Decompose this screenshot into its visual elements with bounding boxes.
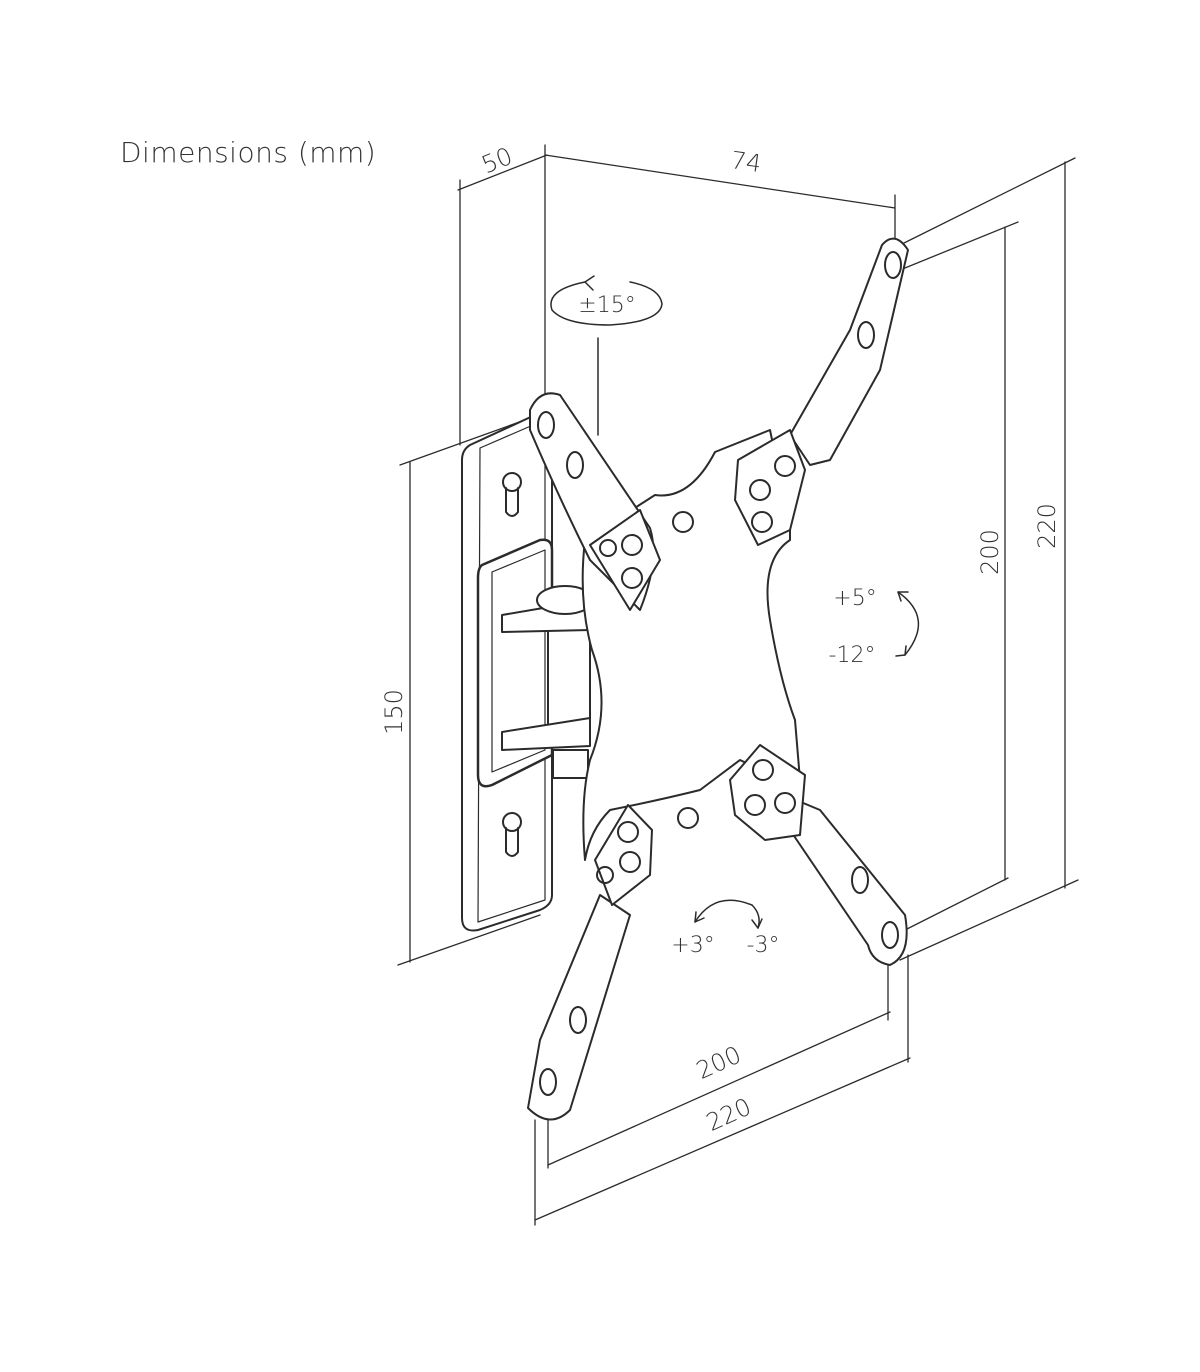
hinge-arm bbox=[501, 337, 599, 779]
rotate-arrow-head-right bbox=[751, 918, 763, 929]
angle-label-rotate-right: -3° bbox=[747, 933, 780, 958]
arm-bottom-left-slot-2 bbox=[539, 1068, 557, 1096]
wall-plate bbox=[461, 413, 554, 932]
tilt-arrow-head-bottom bbox=[895, 645, 907, 657]
arm-top-left-clamp bbox=[589, 509, 661, 611]
tilt-arrow bbox=[897, 591, 920, 656]
angle-label-swivel: ±15° bbox=[578, 293, 635, 318]
dim-label-220-vertical: 220 bbox=[1033, 503, 1061, 549]
dim-line-50 bbox=[457, 154, 548, 191]
dim-line-200h bbox=[547, 1011, 891, 1166]
angle-label-tilt-up: +5° bbox=[833, 586, 876, 611]
vesa-arms bbox=[527, 237, 909, 1121]
ext-line-150-top bbox=[399, 419, 526, 466]
swivel-arrow-head bbox=[584, 275, 595, 291]
diagram-title: Dimensions (mm) bbox=[120, 136, 377, 169]
hinge-bracket-bottom bbox=[501, 717, 591, 751]
screw-tc-1 bbox=[672, 511, 694, 533]
rotate-arrow bbox=[694, 899, 760, 929]
keyhole-top bbox=[502, 472, 522, 517]
arm-bottom-right-slot-1 bbox=[851, 866, 869, 894]
dim-label-220-horizontal: 220 bbox=[702, 1093, 755, 1137]
arm-top-right bbox=[789, 237, 909, 466]
dim-line-74 bbox=[544, 154, 896, 209]
screw-tr-1 bbox=[749, 479, 771, 501]
arm-top-left-slot-2 bbox=[566, 451, 584, 479]
wall-plate-recess-inner bbox=[491, 549, 546, 773]
ext-line-200v-bottom bbox=[904, 877, 1009, 931]
screw-bc-1 bbox=[677, 807, 699, 829]
keyhole-bottom bbox=[502, 812, 522, 857]
screw-br-3 bbox=[774, 792, 796, 814]
arm-bottom-right-clamp bbox=[729, 744, 806, 841]
ext-line-200v-top bbox=[899, 221, 1019, 271]
dim-label-50: 50 bbox=[478, 142, 517, 179]
arm-top-left-slot-1 bbox=[537, 411, 555, 439]
screw-tl-1 bbox=[621, 534, 643, 556]
hinge-barrel bbox=[547, 627, 591, 729]
angle-indicators bbox=[550, 275, 920, 929]
screw-tr-2 bbox=[751, 511, 773, 533]
dim-label-150: 150 bbox=[380, 689, 408, 735]
wall-plate-recess bbox=[476, 538, 554, 788]
screw-br-1 bbox=[752, 759, 774, 781]
screw-bl-2 bbox=[619, 851, 641, 873]
angle-label-tilt-down: -12° bbox=[829, 643, 876, 668]
arm-top-right-slot-1 bbox=[884, 251, 902, 279]
dim-label-200-vertical: 200 bbox=[976, 529, 1004, 575]
ext-line-220v-top bbox=[899, 157, 1076, 246]
rotate-arrow-head-left bbox=[694, 911, 705, 923]
dimension-labels: 50 74 150 200 220 200 220 ±15° +5° -12° … bbox=[380, 142, 1061, 1137]
dimension-lines bbox=[397, 144, 1079, 1226]
dim-label-200-horizontal: 200 bbox=[692, 1041, 745, 1085]
dim-line-220h bbox=[534, 1057, 911, 1221]
ext-line-220v-bottom bbox=[899, 879, 1079, 961]
ext-line-150-bottom bbox=[397, 914, 541, 966]
arm-top-right-slot-2 bbox=[857, 321, 875, 349]
dim-label-74: 74 bbox=[729, 146, 763, 178]
angle-label-rotate-left: +3° bbox=[671, 933, 714, 958]
swivel-arrow bbox=[550, 281, 663, 326]
screw-tr-3 bbox=[774, 455, 796, 477]
tilt-arrow-head-top bbox=[897, 591, 909, 602]
arm-bottom-right-slot-2 bbox=[881, 921, 899, 949]
screw-bl-1 bbox=[617, 821, 639, 843]
screw-tl-3 bbox=[599, 539, 617, 557]
screw-bl-3 bbox=[596, 866, 614, 884]
hinge-foot bbox=[552, 749, 589, 779]
screw-br-2 bbox=[744, 794, 766, 816]
screw-tl-2 bbox=[621, 567, 643, 589]
arm-bottom-left-slot-1 bbox=[569, 1006, 587, 1034]
